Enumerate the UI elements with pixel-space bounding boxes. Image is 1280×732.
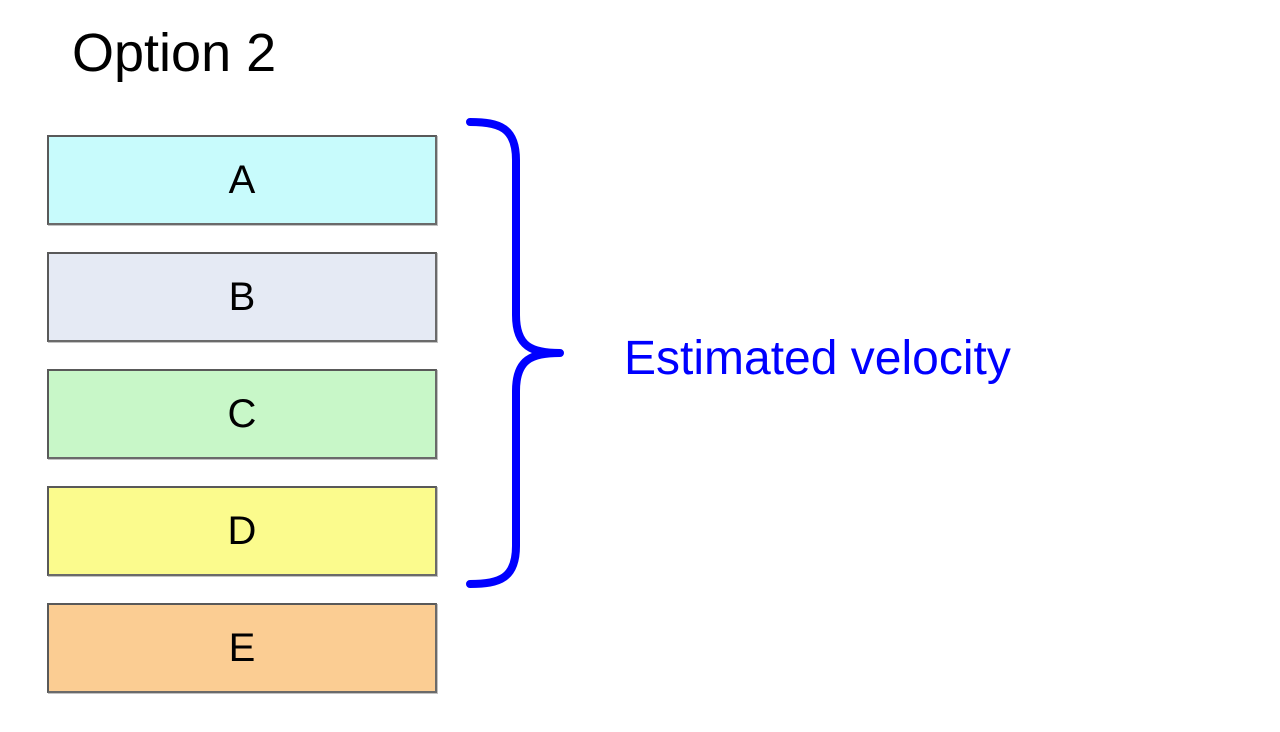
- stack-box-d[interactable]: D: [47, 486, 437, 576]
- stack-box-e[interactable]: E: [47, 603, 437, 693]
- annotation-label-estimated-velocity: Estimated velocity: [624, 332, 1011, 385]
- stack-box-b[interactable]: B: [47, 252, 437, 342]
- curly-brace-group: [455, 110, 585, 615]
- stack-box-label: A: [228, 158, 256, 202]
- stack-box-c[interactable]: C: [47, 369, 437, 459]
- stack-box-label: C: [227, 392, 257, 436]
- box-stack: A B C D E: [47, 135, 437, 693]
- stack-box-a[interactable]: A: [47, 135, 437, 225]
- stack-box-label: E: [228, 626, 256, 670]
- stack-box-label: B: [228, 275, 256, 319]
- stack-box-label: D: [227, 509, 257, 553]
- page-title: Option 2: [72, 23, 277, 83]
- curly-brace-icon: [466, 118, 564, 588]
